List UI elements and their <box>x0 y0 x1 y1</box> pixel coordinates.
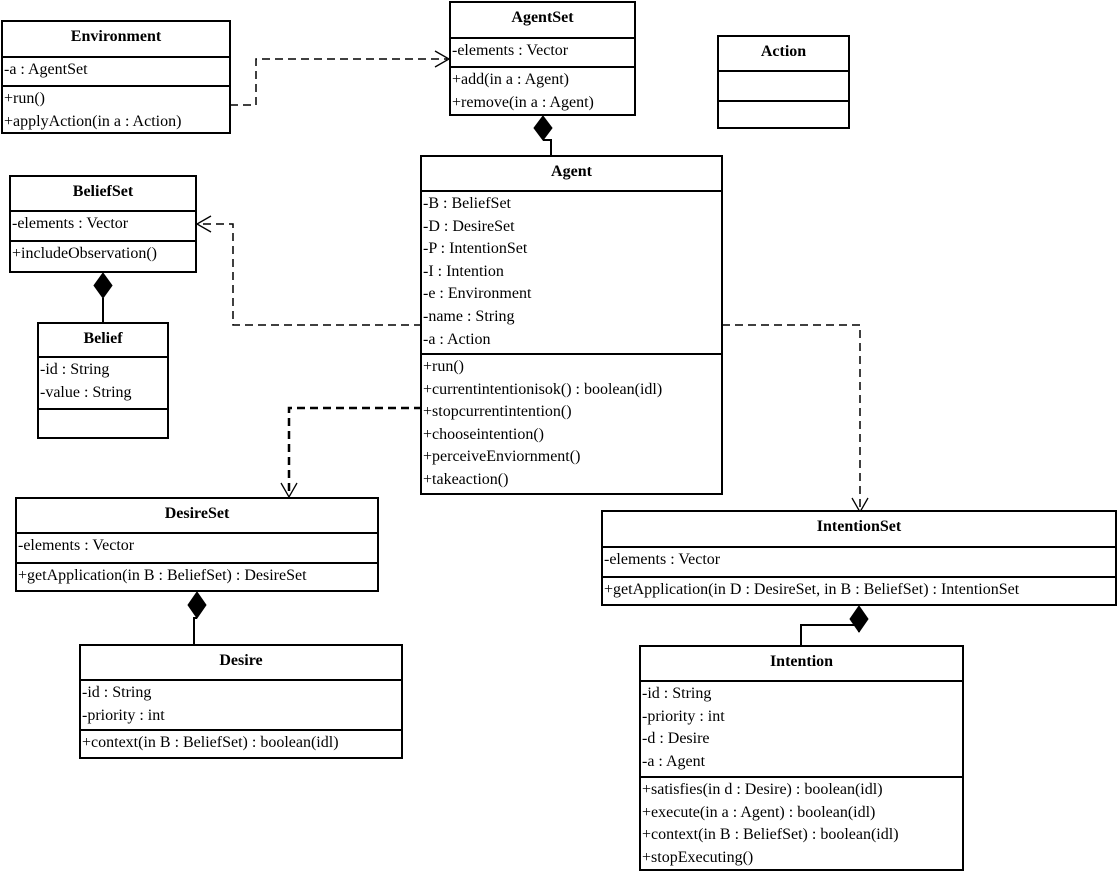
operations-compartment: +getApplication(in D : DesireSet, in B :… <box>603 578 1115 602</box>
dependency-agent-intentionset <box>722 324 861 510</box>
class-belief[interactable]: Belief -id : String -value : String <box>37 322 169 439</box>
class-name: BeliefSet <box>11 177 195 212</box>
operation: +stopcurrentintention() <box>423 403 572 421</box>
composition-diamond-intentionset <box>849 605 869 633</box>
class-name: DesireSet <box>17 499 377 534</box>
operation: +context(in B : BeliefSet) : boolean(idl… <box>82 734 339 751</box>
operations-compartment: +add(in a : Agent) +remove(in a : Agent) <box>451 68 634 114</box>
class-agentset[interactable]: AgentSet -elements : Vector +add(in a : … <box>449 1 636 116</box>
attribute: -priority : int <box>642 707 725 725</box>
operations-compartment: +run() +currentintentionisok() : boolean… <box>422 355 721 492</box>
operation: +run() <box>423 358 465 375</box>
composition-line-desireset-desire <box>193 617 197 646</box>
class-name: AgentSet <box>451 3 634 39</box>
operation: +currentintentionisok() : boolean(idl) <box>423 380 663 398</box>
class-name: Intention <box>641 647 962 682</box>
class-action[interactable]: Action <box>717 35 850 129</box>
class-name: IntentionSet <box>603 512 1115 548</box>
operation: +execute(in a : Agent) : boolean(idl) <box>642 803 876 821</box>
operation: +takeaction() <box>423 470 509 488</box>
operations-compartment: +satisfies(in d : Desire) : boolean(idl)… <box>641 778 962 869</box>
class-agent[interactable]: Agent -B : BeliefSet -D : DesireSet -P :… <box>420 155 723 495</box>
attribute: -id : String <box>82 684 152 701</box>
attribute: -name : String <box>423 307 515 325</box>
operation: +satisfies(in d : Desire) : boolean(idl) <box>642 781 883 798</box>
operation: +applyAction(in a : Action) <box>4 112 182 130</box>
dependency-agent-beliefset <box>199 223 422 326</box>
class-desireset[interactable]: DesireSet -elements : Vector +getApplica… <box>15 497 379 592</box>
class-beliefset[interactable]: BeliefSet -elements : Vector +includeObs… <box>9 175 197 273</box>
operations-compartment: +run() +applyAction(in a : Action) <box>3 87 229 133</box>
operation: +remove(in a : Agent) <box>452 93 594 111</box>
operation: +includeObservation() <box>12 245 157 262</box>
composition-diamond-agentset <box>533 115 553 141</box>
class-name: Belief <box>39 324 167 358</box>
attributes-compartment: -elements : Vector <box>11 212 195 242</box>
attributes-compartment: -id : String -value : String <box>39 358 167 410</box>
attribute: -a : Action <box>423 330 491 348</box>
operation: +getApplication(in D : DesireSet, in B :… <box>604 581 1020 598</box>
operations-compartment <box>39 410 167 411</box>
composition-diamond-beliefset <box>93 272 113 299</box>
attributes-compartment: -elements : Vector <box>451 39 634 68</box>
operation: +stopExecuting() <box>642 848 754 866</box>
attribute: -id : String <box>40 361 110 378</box>
attribute: -elements : Vector <box>604 551 721 568</box>
class-name: Action <box>719 37 848 72</box>
operations-compartment: +includeObservation() <box>11 242 195 266</box>
attribute: -elements : Vector <box>18 537 135 554</box>
attribute: -id : String <box>642 685 712 702</box>
attribute: -e : Environment <box>423 285 532 303</box>
operations-compartment: +context(in B : BeliefSet) : boolean(idl… <box>81 731 401 755</box>
composition-line-intentionset-intention <box>800 624 860 646</box>
attribute: -D : DesireSet <box>423 217 515 235</box>
operation: +add(in a : Agent) <box>452 71 569 88</box>
composition-line-agentset-agent <box>543 139 552 156</box>
attribute: -a : Agent <box>642 752 706 770</box>
operation: +chooseintention() <box>423 425 544 443</box>
dependency-agent-desireset <box>287 406 422 495</box>
attribute: -B : BeliefSet <box>423 195 511 212</box>
attributes-compartment: -B : BeliefSet -D : DesireSet -P : Inten… <box>422 192 721 355</box>
attributes-compartment: -elements : Vector <box>17 534 377 564</box>
operation: +perceiveEnviornment() <box>423 448 581 466</box>
class-environment[interactable]: Environment -a : AgentSet +run() +applyA… <box>1 20 231 134</box>
operation: +run() <box>4 90 46 107</box>
class-name: Agent <box>422 157 721 192</box>
attributes-compartment: -elements : Vector <box>603 548 1115 578</box>
attributes-compartment: -id : String -priority : int -d : Desire… <box>641 682 962 778</box>
attributes-compartment <box>719 72 848 102</box>
operations-compartment: +getApplication(in B : BeliefSet) : Desi… <box>17 564 377 588</box>
attribute: -P : IntentionSet <box>423 240 528 258</box>
attribute: -elements : Vector <box>452 42 569 59</box>
class-desire[interactable]: Desire -id : String -priority : int +con… <box>79 644 403 759</box>
operation: +getApplication(in B : BeliefSet) : Desi… <box>18 567 307 584</box>
composition-diamond-desireset <box>187 591 207 619</box>
dependency-environment-agentset <box>230 58 447 106</box>
operations-compartment <box>719 102 848 103</box>
attribute: -elements : Vector <box>12 215 129 232</box>
operation: +context(in B : BeliefSet) : boolean(idl… <box>642 826 899 844</box>
attribute: -priority : int <box>82 706 165 724</box>
arrowhead-beliefset <box>195 215 212 233</box>
attributes-compartment: -a : AgentSet <box>3 58 229 87</box>
class-name: Desire <box>81 646 401 681</box>
class-intention[interactable]: Intention -id : String -priority : int -… <box>639 645 964 871</box>
attribute: -I : Intention <box>423 262 504 280</box>
attributes-compartment: -id : String -priority : int <box>81 681 401 731</box>
class-name: Environment <box>3 22 229 58</box>
attribute: -value : String <box>40 383 132 401</box>
class-intentionset[interactable]: IntentionSet -elements : Vector +getAppl… <box>601 510 1117 606</box>
attribute: -a : AgentSet <box>4 61 88 78</box>
attribute: -d : Desire <box>642 730 710 748</box>
